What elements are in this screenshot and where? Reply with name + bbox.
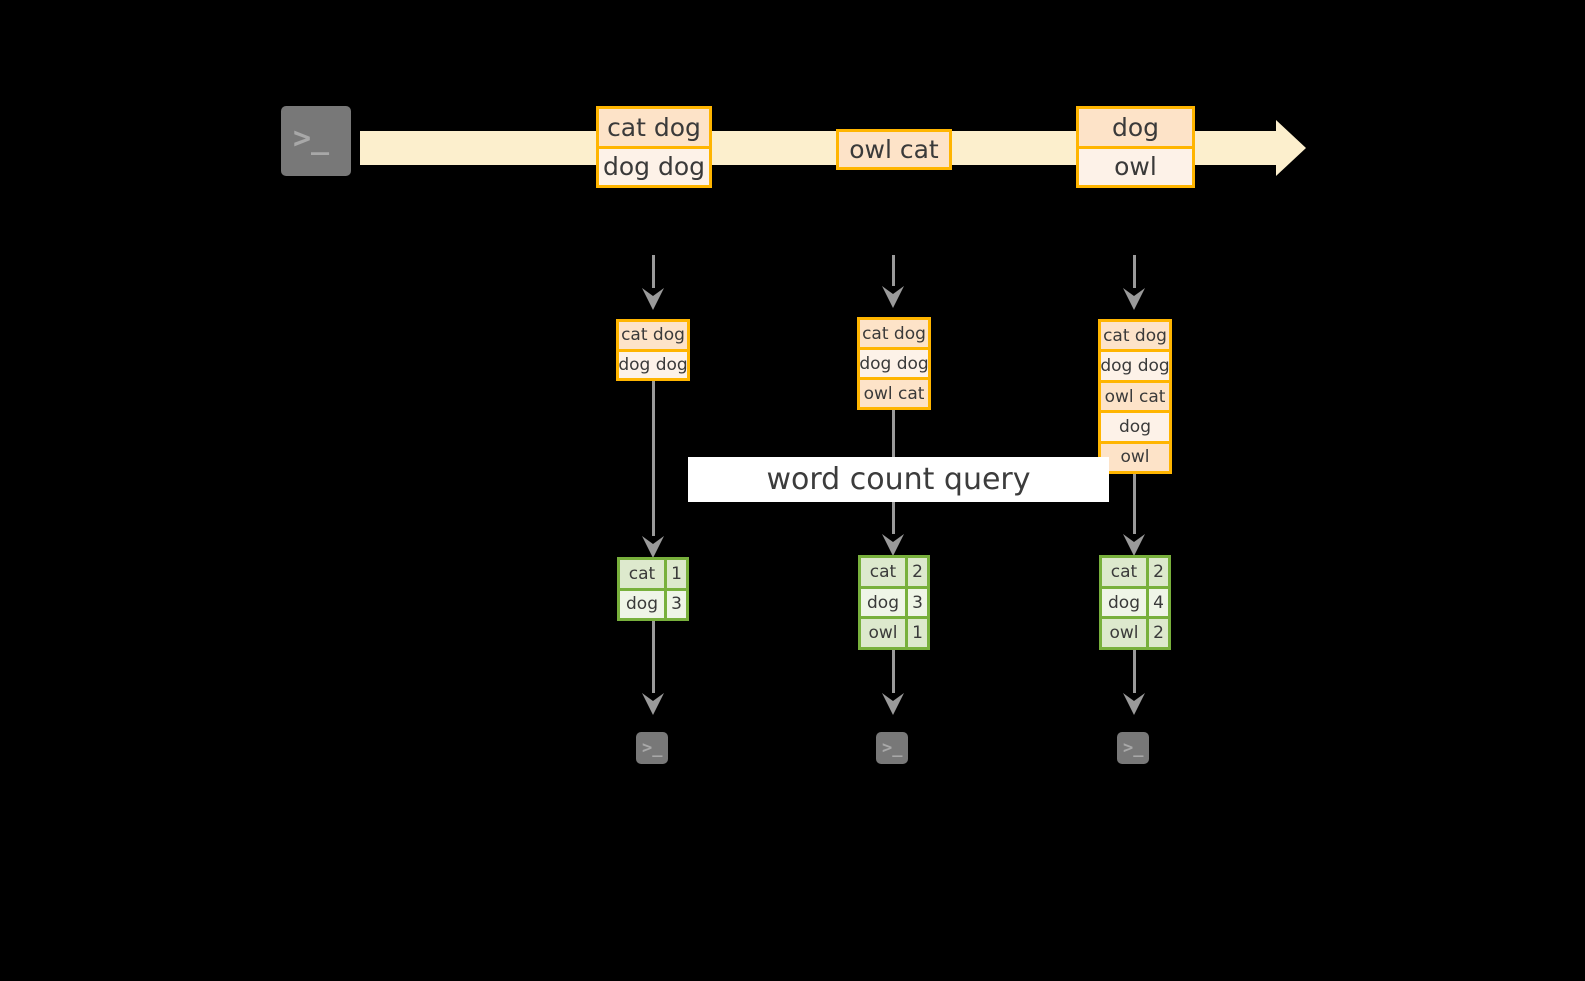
sink-connector-line <box>1133 650 1136 693</box>
result-word: dog <box>620 590 664 618</box>
message-line: cat dog <box>599 109 709 146</box>
stage-input-stack[interactable]: cat dog dog dog <box>616 319 690 381</box>
stream-message-box[interactable]: cat dog dog dog <box>596 106 712 188</box>
sink-connector-arrowhead <box>642 693 664 715</box>
sink-connector-line <box>892 650 895 693</box>
result-word: dog <box>861 588 905 617</box>
stage-result-table[interactable]: cat 1 dog 3 <box>617 557 689 621</box>
result-count: 1 <box>905 619 927 648</box>
result-word: dog <box>1102 588 1146 617</box>
message-line: dog dog <box>599 145 709 185</box>
sink-connector-arrowhead <box>882 693 904 715</box>
stack-row: cat dog <box>619 322 687 349</box>
stream-message-box[interactable]: dog owl <box>1076 106 1195 188</box>
message-line: owl <box>1079 145 1192 185</box>
result-count: 4 <box>1146 588 1168 617</box>
stack-row: dog <box>1101 410 1169 441</box>
result-count: 2 <box>1146 558 1168 586</box>
result-count: 2 <box>1146 619 1168 648</box>
query-label-band: word count query <box>688 457 1109 502</box>
sink-connector-arrowhead <box>1123 693 1145 715</box>
stage-input-stack[interactable]: cat dog dog dog owl cat dog owl <box>1098 319 1172 474</box>
result-word: owl <box>861 619 905 648</box>
result-row: dog 3 <box>620 587 686 618</box>
result-row: owl 1 <box>861 616 927 648</box>
stack-row: cat dog <box>860 320 928 347</box>
terminal-prompt-glyph: >_ <box>882 738 903 758</box>
stage-feed-arrowhead <box>882 286 904 308</box>
source-terminal-icon: >_ <box>272 97 360 185</box>
result-row: dog 3 <box>861 585 927 617</box>
stage-feed-arrowhead <box>642 288 664 310</box>
message-line: owl cat <box>839 132 949 167</box>
stage-feed-dashed-line <box>1133 255 1136 288</box>
result-count: 3 <box>905 588 927 617</box>
terminal-prompt-glyph: >_ <box>293 121 330 156</box>
result-row: dog 4 <box>1102 585 1168 617</box>
stage-connector-arrowhead <box>642 536 664 558</box>
result-row: cat 2 <box>861 558 927 586</box>
stack-row: owl cat <box>860 377 928 407</box>
stream-arrow-head <box>1276 120 1306 176</box>
result-row: cat 1 <box>620 560 686 588</box>
terminal-prompt-glyph: >_ <box>642 738 663 758</box>
stage-feed-arrowhead <box>1123 288 1145 310</box>
terminal-face <box>1117 732 1149 764</box>
result-word: cat <box>861 558 905 586</box>
message-line: dog <box>1079 109 1192 146</box>
stack-row: dog dog <box>859 347 929 377</box>
stage-connector-arrowhead <box>1123 534 1145 556</box>
stack-row: cat dog <box>1101 322 1169 350</box>
stack-row: owl cat <box>1101 379 1169 411</box>
sink-terminal-icon: >_ <box>867 723 917 773</box>
stage-connector-arrowhead <box>882 534 904 556</box>
stack-row: owl <box>1101 440 1169 472</box>
stage-result-table[interactable]: cat 2 dog 4 owl 2 <box>1099 555 1171 650</box>
stage-feed-dashed-line <box>652 255 655 288</box>
sink-terminal-icon: >_ <box>1108 723 1158 773</box>
stage-feed-dashed-line <box>892 255 895 286</box>
stage-input-stack[interactable]: cat dog dog dog owl cat <box>857 317 931 410</box>
result-count: 2 <box>905 558 927 586</box>
terminal-face <box>281 106 351 176</box>
terminal-prompt-glyph: >_ <box>1123 738 1144 758</box>
result-word: cat <box>620 560 664 588</box>
result-count: 3 <box>664 590 686 618</box>
result-row: cat 2 <box>1102 558 1168 586</box>
stream-message-box[interactable]: owl cat <box>836 129 952 170</box>
terminal-face <box>876 732 908 764</box>
result-count: 1 <box>664 560 686 588</box>
query-label: word count query <box>766 462 1031 497</box>
result-word: cat <box>1102 558 1146 586</box>
sink-connector-line <box>652 621 655 693</box>
stage-connector-line <box>652 381 655 536</box>
stage-connector-line <box>1133 474 1136 534</box>
result-row: owl 2 <box>1102 616 1168 648</box>
terminal-face <box>636 732 668 764</box>
stack-row: dog dog <box>618 348 688 378</box>
stage-result-table[interactable]: cat 2 dog 3 owl 1 <box>858 555 930 650</box>
stack-row: dog dog <box>1100 349 1170 380</box>
result-word: owl <box>1102 619 1146 648</box>
sink-terminal-icon: >_ <box>627 723 677 773</box>
